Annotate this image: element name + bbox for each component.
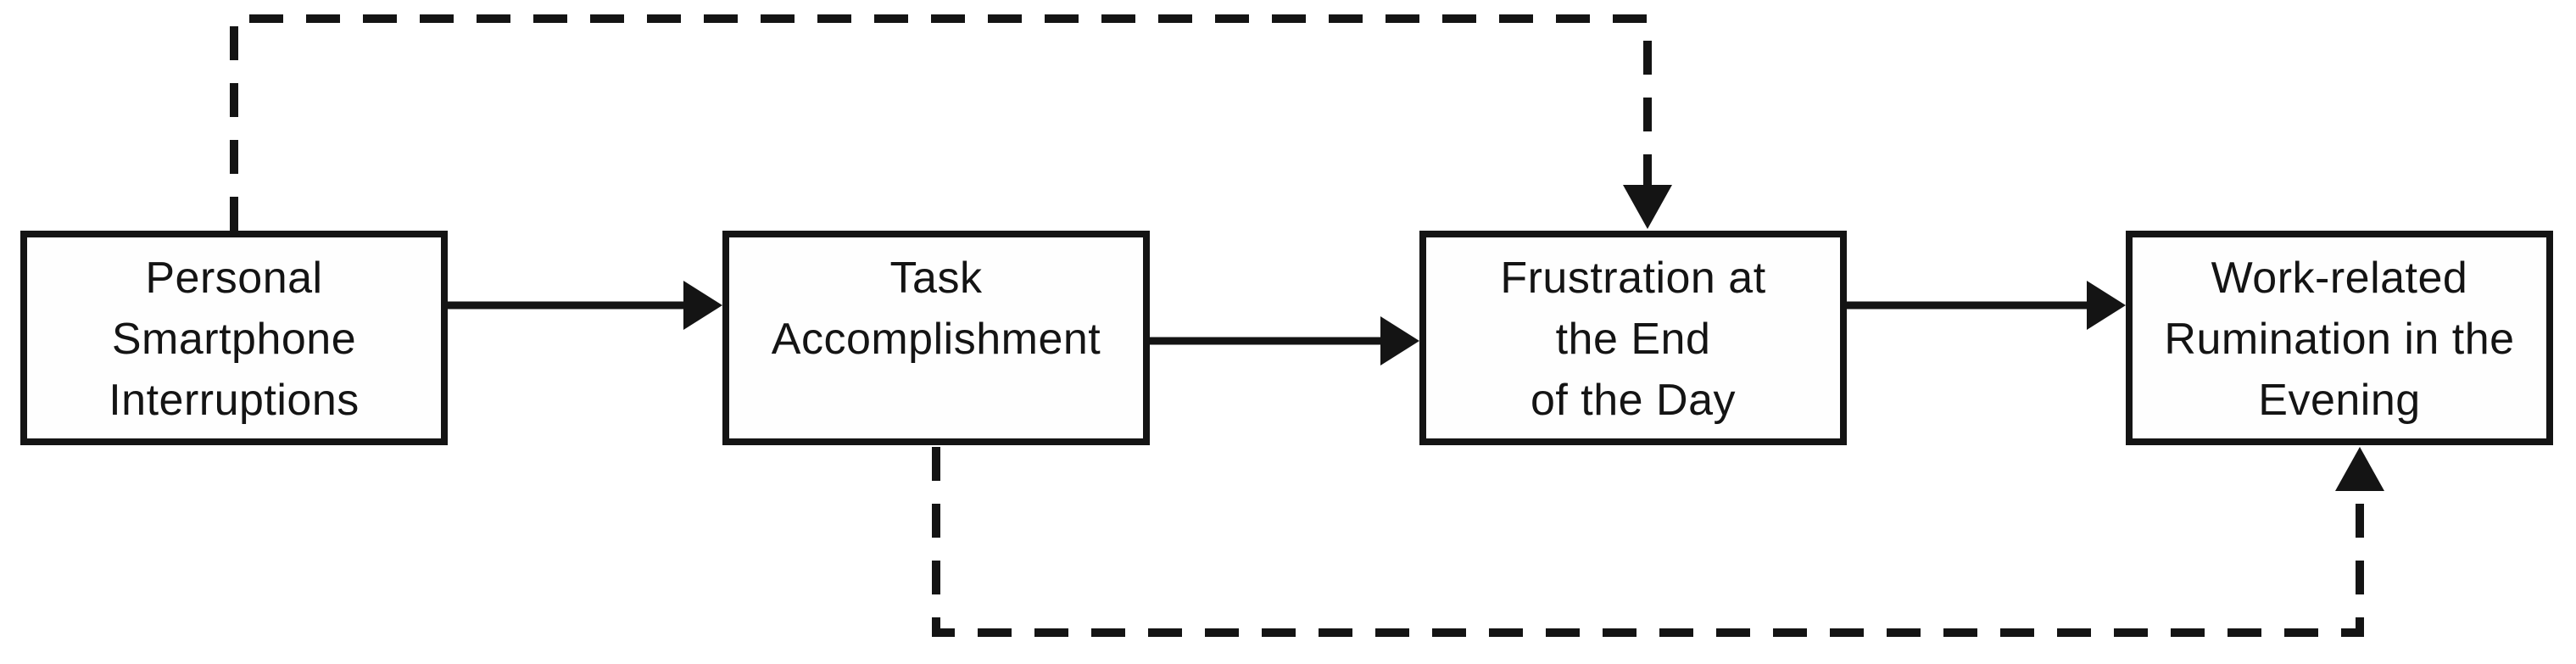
- edge-interruptions-to-frustration-dashed: [230, 14, 1672, 231]
- edge-interruptions-to-task-arrowhead-icon: [683, 281, 722, 330]
- node-work-related-rumination-evening-label: Work-related Rumination in the Evening: [2164, 254, 2515, 425]
- node-work-related-rumination-evening: Work-related Rumination in the Evening: [2126, 231, 2553, 445]
- edge-frustration-to-rumination-arrowhead-icon: [2087, 281, 2126, 330]
- node-frustration-end-of-day: Frustration at the End of the Day: [1419, 231, 1847, 445]
- edge-task-to-rumination-dashed: [932, 447, 2384, 637]
- edge-task-to-frustration-arrowhead-icon: [1380, 316, 1419, 365]
- edge-frustration-to-rumination: [1847, 281, 2126, 330]
- node-personal-smartphone-interruptions-label: Personal Smartphone Interruptions: [109, 254, 360, 425]
- node-task-accomplishment: Task Accomplishment: [722, 231, 1150, 445]
- node-personal-smartphone-interruptions: Personal Smartphone Interruptions: [20, 231, 448, 445]
- edge-task-to-frustration: [1150, 316, 1419, 365]
- edge-interruptions-to-frustration-arrowhead-icon: [1623, 185, 1672, 229]
- node-task-accomplishment-label: Task Accomplishment: [771, 254, 1101, 364]
- edge-interruptions-to-task: [448, 281, 722, 330]
- edge-interruptions-to-frustration-dashed-line: [230, 14, 1652, 231]
- edge-task-to-rumination-dashed-line: [932, 447, 2364, 637]
- node-frustration-end-of-day-label: Frustration at the End of the Day: [1500, 254, 1766, 425]
- edge-task-to-rumination-arrowhead-icon: [2335, 447, 2384, 491]
